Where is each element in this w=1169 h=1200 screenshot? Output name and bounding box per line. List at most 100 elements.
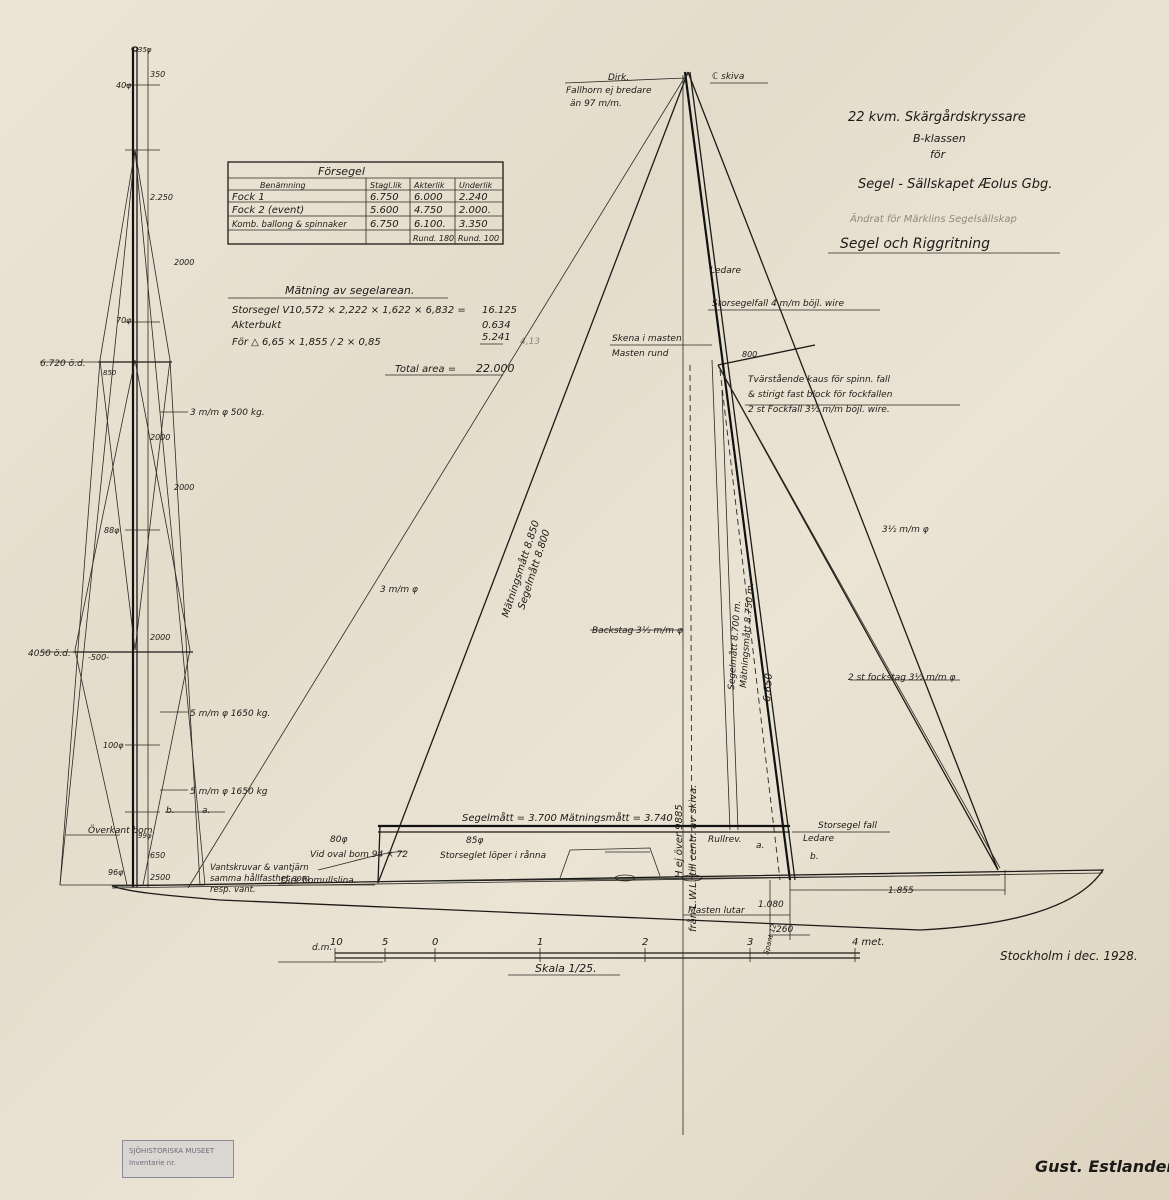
sail-segelmatt-bom: Segelmått = 3.700 Mätningsmått = 3.740 — [462, 811, 673, 824]
scale-tick-label: 2 — [642, 937, 648, 948]
mast-label-d40: 40φ — [116, 81, 132, 90]
mast-overkant: Överkant bom. — [88, 825, 155, 836]
mast-shroud3: 5 m/m φ 1650 kg — [190, 787, 268, 797]
mast-label-d96: 96φ — [108, 868, 124, 877]
mast-dim-2000b: 2000 — [150, 433, 170, 442]
sail-dirk-bomull: Dirk bomullslina. — [281, 876, 357, 886]
mast-spreader2-height: 4050 ö.d. — [28, 649, 71, 659]
sail-label-a: a. — [756, 841, 764, 851]
sail-dim-1855: 1.855 — [888, 886, 914, 896]
scale-tick-label: 1 — [537, 937, 543, 948]
title-line1: 22 kvm. Skärgårdskryssare — [848, 110, 1026, 125]
sail-dim-1080: 1.080 — [758, 900, 784, 910]
sail-hojd1: H ej över 9885 — [674, 804, 685, 878]
stamp-line1: SJÖHISTORISKA MUSEET — [129, 1147, 215, 1155]
mast-dim-350: 350 — [150, 70, 165, 79]
sail-block: & stirigt fast block för fockfallen — [748, 390, 893, 400]
table-caption: Försegel — [318, 165, 365, 178]
area-total-value: 22.000 — [476, 362, 515, 375]
table-cell: 6.750 — [370, 192, 399, 203]
mast-dim-850: 850 — [103, 369, 117, 377]
mast-label-top: 35φ — [138, 46, 152, 54]
area-pencil: 4,13 — [520, 337, 540, 347]
sail-ledare1: Ledare — [710, 266, 741, 276]
sail-skena: Skena i masten — [612, 334, 682, 344]
mast-dim-2250: 2.250 — [150, 193, 173, 202]
scale-unit: d.m. — [312, 943, 332, 953]
sail-rullrev: Rullrev. — [708, 835, 742, 845]
sail-masten-lutar: Masten lutar — [688, 906, 746, 916]
sail-storsegelfall: Storsegelfall 4 m/m böjl. wire — [712, 299, 844, 309]
table-cell: 6.750 — [370, 219, 399, 230]
sail-loper: Storseglet löper i rånna — [440, 850, 546, 861]
mast-vantskruvar: Vantskruvar & vantjärn samma hållfasthet… — [210, 863, 313, 895]
drawing-title: Segel och Riggritning — [840, 236, 990, 252]
area-line3-value: 5.241 — [482, 332, 511, 343]
mast-dim-2000c: 2000 — [174, 483, 194, 492]
scale-tick-label: 4 met. — [852, 937, 885, 948]
scale-tick-label: 3 — [747, 937, 753, 948]
sail-fockfall: 2 st Fockfall 3½ m/m böjl. wire. — [748, 405, 890, 415]
table-cell: 2.000. — [459, 205, 491, 216]
mast-elevation — [40, 46, 225, 887]
mast-label-d99: 99φ — [138, 832, 152, 840]
mast-spreader-height: 6.720 ö.d. — [40, 359, 86, 369]
table-cell: Rund. 100 — [458, 234, 499, 243]
table-cell: 3.350 — [459, 219, 488, 230]
sail-vid-oval: Vid oval bom 94 × 72 — [310, 850, 408, 860]
table-header-3: Underlik — [459, 181, 493, 190]
mast-shroud2: 5 m/m φ 1650 kg. — [190, 709, 270, 719]
title-line3: för — [930, 148, 947, 161]
sail-backstag: Backstag 3½ m/m φ — [592, 626, 683, 636]
table-cell: Komb. ballong & spinnaker — [232, 220, 347, 230]
sail-storsegel-fall2: Storsegel fall — [818, 821, 877, 831]
sail-stag312: 3½ m/m φ — [882, 525, 929, 535]
scale-label: Skala 1/25. — [535, 962, 597, 975]
title-line2: B-klassen — [913, 132, 966, 145]
mast-label-a: a. — [202, 806, 210, 816]
sail-d85: 85φ — [466, 836, 483, 846]
stamp-line2: Inventarie nr. — [129, 1159, 176, 1167]
area-line2-value: 0.634 — [482, 320, 511, 331]
scale-tick-label: 10 — [330, 937, 343, 948]
area-line2: Akterbukt — [231, 320, 282, 331]
scale-tick-label: 5 — [382, 937, 388, 948]
table-cell: Fock 1 — [232, 192, 265, 203]
table-header-2: Akterlik — [413, 181, 445, 190]
sail-dim-800: 800 — [742, 350, 757, 359]
scale-tick-label: 0 — [432, 937, 438, 948]
mast-label-d100: 100φ — [103, 741, 124, 750]
sail-dim-6650: 6.650 — [762, 673, 775, 702]
sail-d80: 80φ — [330, 835, 347, 845]
table-cell: 6.100. — [414, 219, 446, 230]
sail-fockstag: 2 st fockstag 3½ m/m φ — [848, 673, 956, 683]
title-line4: Segel - Sällskapet Æolus Gbg. — [858, 177, 1052, 192]
mast-label-b: b. — [166, 806, 175, 816]
sail-label-b: b. — [810, 852, 819, 862]
sail-skiva: ℂ skiva — [712, 72, 744, 82]
scale-bar — [334, 948, 860, 976]
area-line1-value: 16.125 — [482, 305, 517, 316]
table-cell: 2.240 — [459, 192, 488, 203]
title-pencil-note: Ändrat för Märklins Segelsällskap — [849, 212, 1017, 225]
sail-tvarstaende: Tvärstående kaus för spinn. fall — [748, 374, 891, 385]
signature-name: Gust. Estlander — [1035, 1157, 1169, 1176]
area-total-label: Total area = — [395, 364, 456, 375]
table-cell: Rund. 180 — [413, 234, 454, 243]
mast-dim-650: 650 — [150, 851, 165, 860]
table-cell: Fock 2 (event) — [232, 205, 304, 216]
area-line3: För △ 6,65 × 1,855 / 2 × 0,85 — [232, 337, 381, 348]
mast-dim-2000d: 2000 — [150, 633, 170, 642]
table-header-0: Benämning — [260, 181, 306, 190]
sail-dim-260: 260 — [776, 925, 793, 935]
table-header-1: Stagl.lik — [370, 181, 402, 190]
sail-an97: än 97 m/m. — [570, 99, 622, 109]
signature-place-date: Stockholm i dec. 1928. — [1000, 949, 1138, 963]
table-cell: 6.000 — [414, 192, 443, 203]
area-heading: Mätning av segelarean. — [285, 284, 414, 297]
sail-hojd2: från L.W.L. till centr. av skiva. — [686, 785, 699, 932]
mast-label-d70: 70φ — [116, 316, 132, 325]
sail-fallhorn: Fallhorn ej bredare — [566, 86, 652, 96]
mast-shroud1: 3 m/m φ 500 kg. — [190, 408, 265, 418]
